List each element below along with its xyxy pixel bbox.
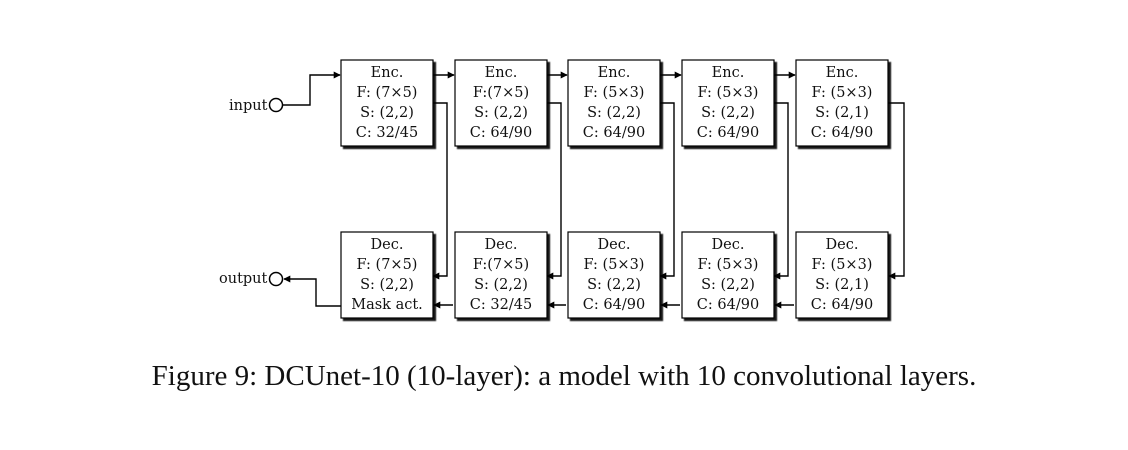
dec-filter: F:(7×5) [473, 257, 529, 273]
enc-filter: F: (7×5) [357, 85, 418, 101]
enc-title: Enc. [371, 65, 404, 81]
dec-box [681, 231, 775, 319]
input-connector [283, 71, 341, 106]
enc-block-3: Enc. F: (5×3) S: (2,2) C: 64/90 [567, 59, 661, 147]
dec-box [795, 231, 889, 319]
enc-stride: S: (2,1) [815, 105, 869, 121]
dec-stride: S: (2,2) [360, 277, 414, 293]
enc-channels: C: 64/90 [811, 125, 873, 141]
decoder-row: Dec. F: (7×5) S: (2,2) Mask act. Dec. F:(7×5)… [340, 231, 889, 319]
input-label: input [229, 98, 268, 114]
output-connector [283, 275, 341, 307]
skip-connector-2 [546, 102, 562, 280]
input-port: input [229, 97, 284, 114]
dec-box [340, 231, 434, 319]
bottleneck-connector [888, 102, 905, 280]
dec-block-1: Dec. F: (7×5) S: (2,2) Mask act. [340, 231, 434, 319]
dec-title: Dec. [826, 237, 859, 253]
dec-stride: S: (2,2) [701, 277, 755, 293]
encoder-row: Enc. F: (7×5) S: (2,2) C: 32/45 Enc. F:(7×5) S… [340, 59, 889, 147]
dec-filter: F: (5×3) [698, 257, 759, 273]
dec-stride: S: (2,2) [587, 277, 641, 293]
enc-title: Enc. [598, 65, 631, 81]
dec-block-5: Dec. F: (5×3) S: (2,1) C: 64/90 [795, 231, 889, 319]
enc-box [454, 59, 548, 147]
dec-stride: S: (2,1) [815, 277, 869, 293]
skip-connector-3 [659, 102, 675, 280]
enc-stride: S: (2,2) [360, 105, 414, 121]
enc-title: Enc. [826, 65, 859, 81]
dec-title: Dec. [371, 237, 404, 253]
enc-block-4: Enc. F: (5×3) S: (2,2) C: 64/90 [681, 59, 775, 147]
connectors [283, 71, 905, 309]
figure-caption: Figure 9: DCUnet-10 (10-layer): a model … [151, 360, 977, 392]
enc-box [567, 59, 661, 147]
enc-stride: S: (2,2) [474, 105, 528, 121]
dec-block-2: Dec. F:(7×5) S: (2,2) C: 32/45 [454, 231, 548, 319]
enc-channels: C: 32/45 [356, 125, 418, 141]
output-port: output [219, 271, 284, 287]
dec-title: Dec. [598, 237, 631, 253]
enc-stride: S: (2,2) [587, 105, 641, 121]
dec-filter: F: (7×5) [357, 257, 418, 273]
enc-filter: F: (5×3) [812, 85, 873, 101]
dec-title: Dec. [712, 237, 745, 253]
dec-block-3: Dec. F: (5×3) S: (2,2) C: 64/90 [567, 231, 661, 319]
dec-box [567, 231, 661, 319]
enc-box [795, 59, 889, 147]
dec-channels: Mask act. [351, 297, 423, 313]
enc-block-2: Enc. F:(7×5) S: (2,2) C: 64/90 [454, 59, 548, 147]
dec-stride: S: (2,2) [474, 277, 528, 293]
output-label: output [219, 271, 268, 287]
enc-filter: F: (5×3) [698, 85, 759, 101]
dec-channels: C: 32/45 [470, 297, 532, 313]
dec-channels: C: 64/90 [583, 297, 645, 313]
enc-channels: C: 64/90 [470, 125, 532, 141]
skip-connector-4 [773, 102, 789, 280]
enc-filter: F:(7×5) [473, 85, 529, 101]
enc-title: Enc. [485, 65, 518, 81]
enc-box [681, 59, 775, 147]
input-port-circle [268, 97, 284, 113]
dec-channels: C: 64/90 [697, 297, 759, 313]
dec-block-4: Dec. F: (5×3) S: (2,2) C: 64/90 [681, 231, 775, 319]
enc-block-5: Enc. F: (5×3) S: (2,1) C: 64/90 [795, 59, 889, 147]
enc-channels: C: 64/90 [697, 125, 759, 141]
enc-box [340, 59, 434, 147]
dec-filter: F: (5×3) [584, 257, 645, 273]
output-port-circle [268, 271, 284, 287]
enc-title: Enc. [712, 65, 745, 81]
enc-block-1: Enc. F: (7×5) S: (2,2) C: 32/45 [340, 59, 434, 147]
dec-box [454, 231, 548, 319]
dec-filter: F: (5×3) [812, 257, 873, 273]
enc-stride: S: (2,2) [701, 105, 755, 121]
enc-channels: C: 64/90 [583, 125, 645, 141]
enc-filter: F: (5×3) [584, 85, 645, 101]
dec-title: Dec. [485, 237, 518, 253]
skip-connector-1 [432, 102, 448, 280]
dec-channels: C: 64/90 [811, 297, 873, 313]
